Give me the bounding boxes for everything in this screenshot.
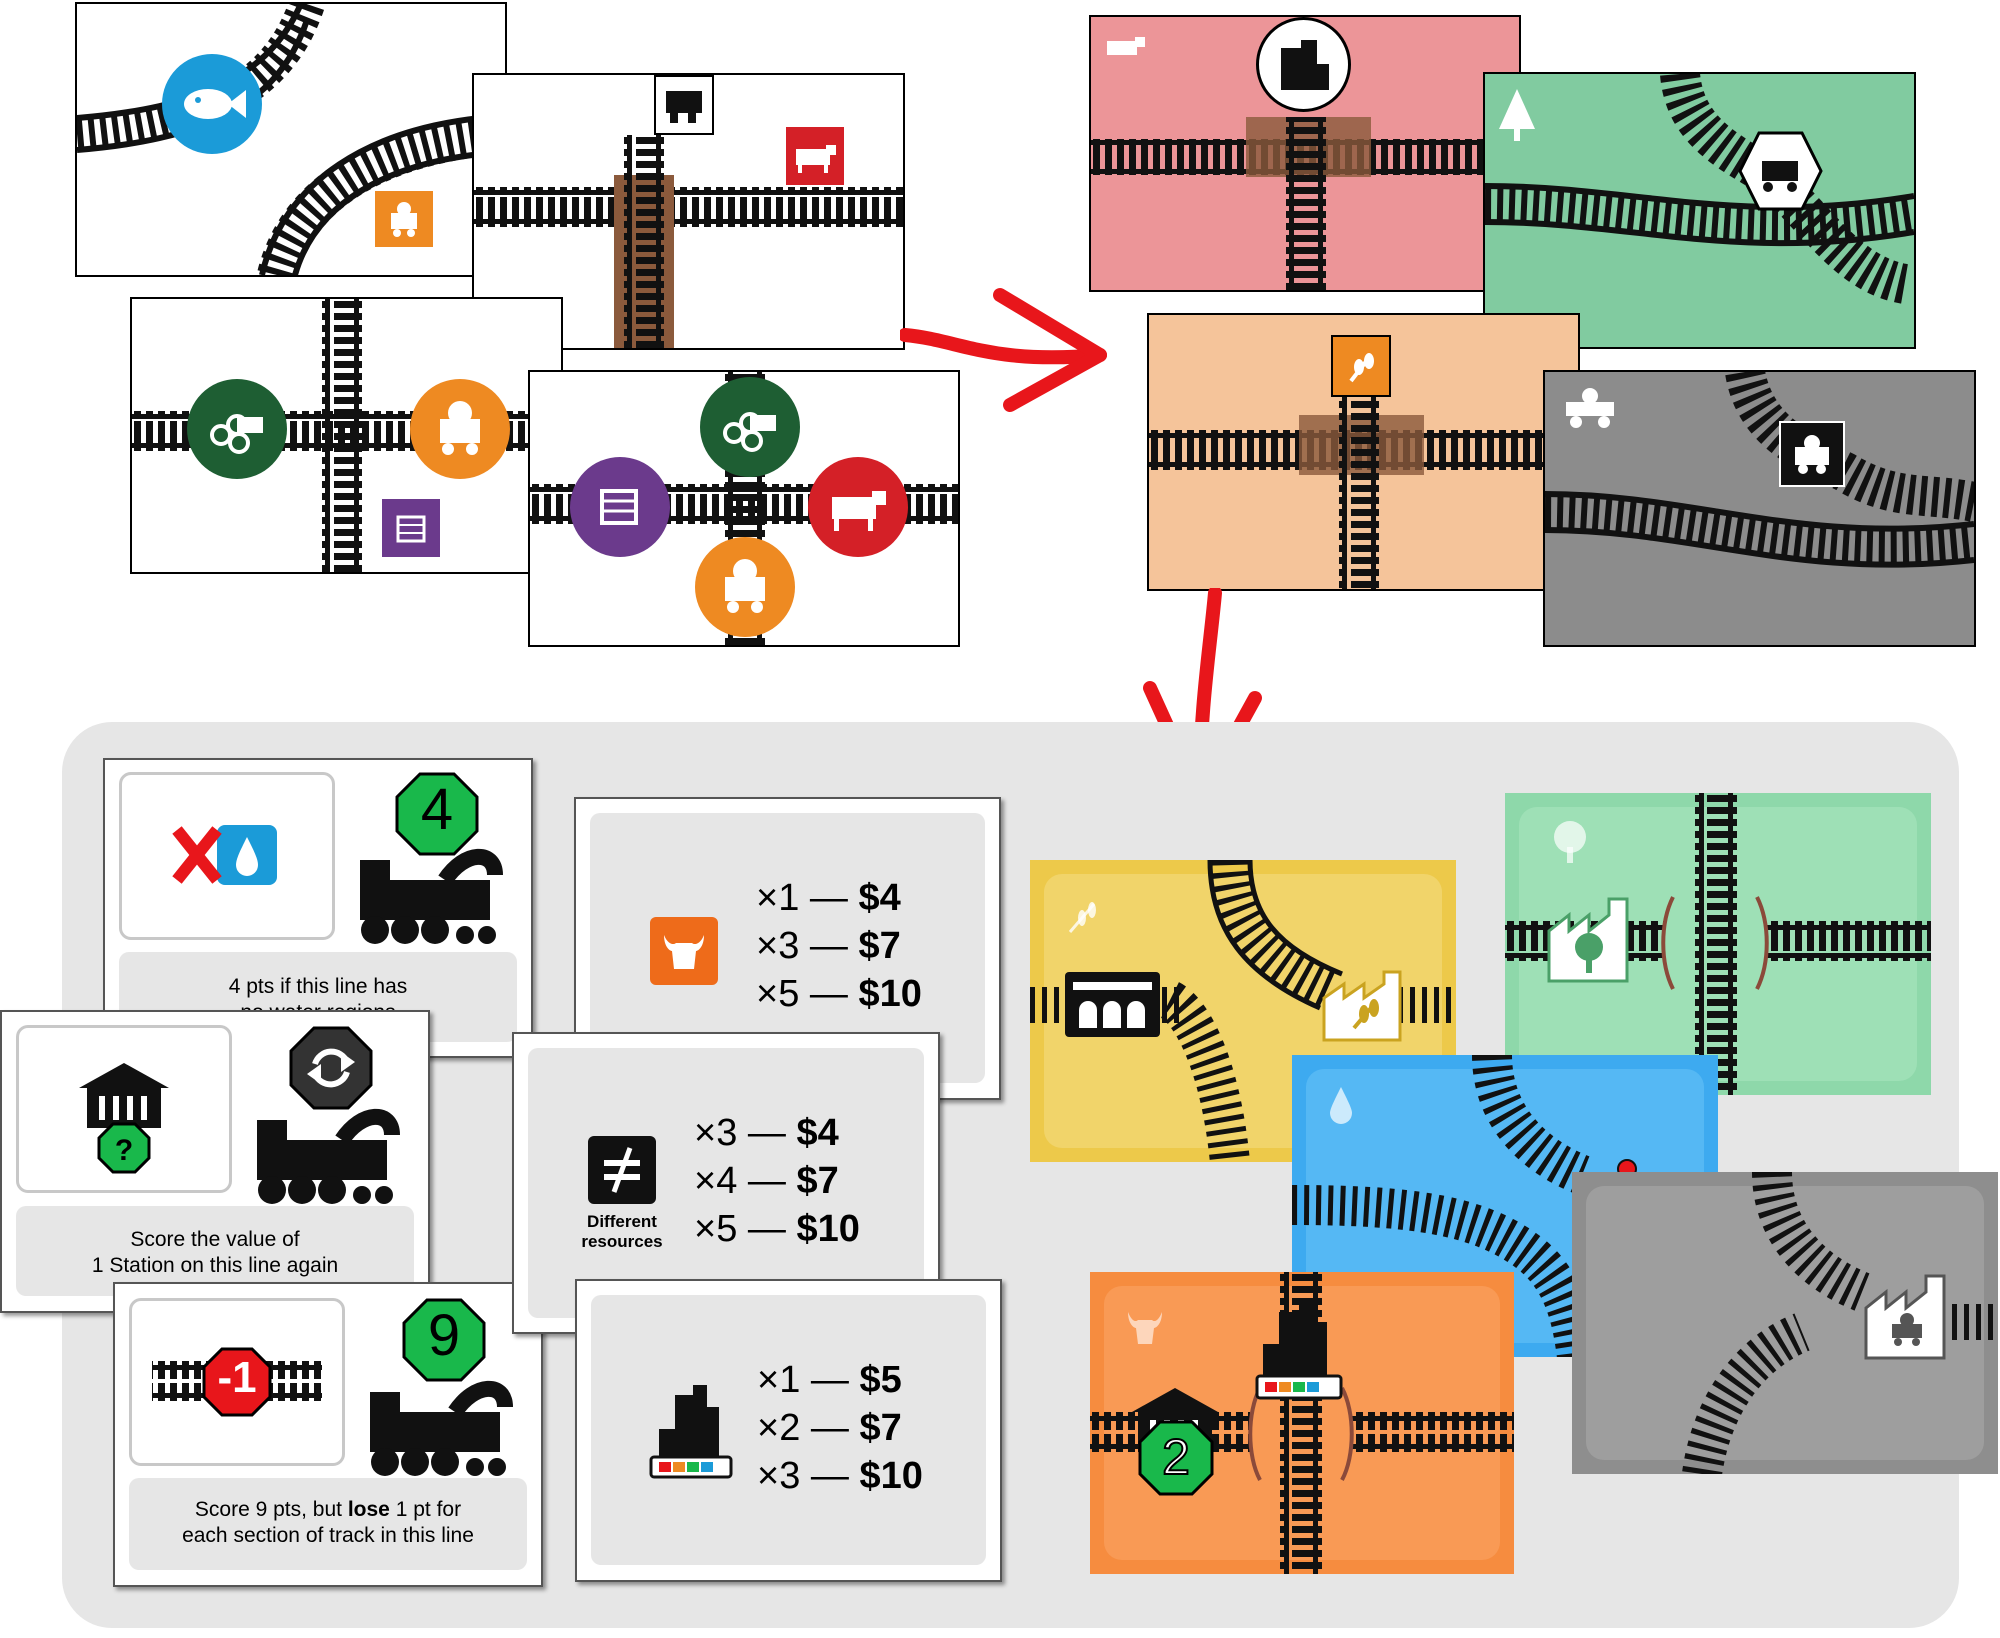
cross-icon bbox=[172, 826, 222, 884]
locomotive-icon bbox=[1738, 129, 1823, 214]
city-icon bbox=[1253, 1292, 1345, 1402]
contract-rows: ×1 — $4 ×3 — $7 ×5 — $10 bbox=[756, 877, 922, 1021]
contract-row: ×5 — $10 bbox=[694, 1208, 860, 1250]
contract-row: ×4 — $7 bbox=[694, 1160, 839, 1202]
tree-icon bbox=[1545, 817, 1595, 867]
question-icon: ? bbox=[97, 1122, 151, 1174]
svg-text:?: ? bbox=[115, 1134, 133, 1167]
locomotive-icon bbox=[654, 75, 714, 135]
contract-rows: ×1 — $5 ×2 — $7 ×3 — $10 bbox=[757, 1359, 923, 1503]
grain-icon bbox=[1331, 335, 1391, 397]
objective-icon-box: -1 bbox=[129, 1298, 345, 1466]
grain-icon bbox=[1060, 890, 1110, 940]
contract-row: ×5 — $10 bbox=[756, 973, 922, 1015]
ore-cart-icon bbox=[1779, 421, 1845, 487]
objective-icon-box: ? bbox=[16, 1025, 232, 1193]
proto-tile-cattle bbox=[1089, 15, 1521, 292]
ore-icon bbox=[410, 379, 510, 479]
goods-icon bbox=[570, 457, 670, 557]
objective-text-1: Score the value of bbox=[130, 1228, 300, 1251]
goods-icon bbox=[382, 499, 440, 557]
track-cross bbox=[1505, 793, 1931, 1095]
objective-card: ? Score the value of 1 Station on this l… bbox=[0, 1010, 430, 1313]
contract-row: ×1 — $4 bbox=[756, 877, 901, 919]
points-hex-icon bbox=[395, 772, 479, 856]
repeat-icon bbox=[289, 1026, 373, 1110]
objective-text-pre: Score 9 pts, but bbox=[194, 1498, 348, 1521]
cattle-icon bbox=[1101, 29, 1151, 69]
city-icon bbox=[647, 1381, 737, 1481]
fish-icon bbox=[162, 54, 262, 154]
penalty-value: -1 bbox=[217, 1353, 257, 1402]
cattle-head-icon bbox=[1120, 1302, 1170, 1352]
contract-row: ×1 — $5 bbox=[757, 1359, 902, 1401]
icon-label-2: resources bbox=[581, 1232, 663, 1251]
objective-text-2: each section of track in this line bbox=[182, 1524, 474, 1547]
cattle-head-icon bbox=[650, 917, 718, 985]
proto-card-resources bbox=[130, 297, 563, 574]
objective-text-1: 4 pts if this line has bbox=[228, 975, 408, 998]
objective-card: 4 4 pts if this line has no water region… bbox=[103, 758, 533, 1058]
contract-row: ×3 — $4 bbox=[694, 1112, 839, 1154]
grain-factory-icon bbox=[1320, 968, 1420, 1043]
locomotive-icon bbox=[360, 848, 503, 944]
contract-row: ×2 — $7 bbox=[757, 1407, 902, 1449]
locomotive-icon bbox=[257, 1108, 400, 1204]
proto-card-four-resources bbox=[528, 370, 960, 647]
water-drop-icon bbox=[1326, 1085, 1356, 1125]
objective-text-box bbox=[129, 1478, 527, 1570]
objective-icon-box bbox=[119, 772, 335, 940]
station-value: 2 bbox=[1161, 1428, 1191, 1486]
timber-icon bbox=[700, 377, 800, 477]
proto-tile-forest bbox=[1483, 72, 1916, 349]
final-tile-forest bbox=[1505, 793, 1931, 1095]
final-tile-mine bbox=[1572, 1172, 1998, 1474]
station-icon bbox=[79, 1063, 169, 1128]
contract-card: ×1 — $5 ×2 — $7 ×3 — $10 bbox=[575, 1279, 1002, 1582]
icon-label-1: Different bbox=[587, 1212, 657, 1231]
track-curves bbox=[1682, 1172, 1998, 1474]
objective-text-bold: lose bbox=[347, 1498, 390, 1521]
track-curves bbox=[1292, 1055, 1718, 1357]
cattle-icon bbox=[786, 127, 844, 185]
ore-cart-icon bbox=[375, 191, 433, 247]
points-hex-icon bbox=[402, 1298, 486, 1382]
timber-icon bbox=[187, 379, 287, 479]
objective-card: -1 9 Score 9 pts, but lose 1 pt for each… bbox=[113, 1282, 543, 1587]
proto-tile-mine bbox=[1543, 370, 1976, 647]
points-value: 9 bbox=[427, 1303, 461, 1368]
objective-text-1: Score 9 pts, but lose 1 pt for bbox=[129, 1498, 527, 1522]
bridge-icon bbox=[1065, 972, 1160, 1037]
proto-tile-grain bbox=[1147, 313, 1580, 591]
objective-text-box bbox=[16, 1206, 414, 1296]
track-curve bbox=[77, 4, 505, 275]
track-cross bbox=[474, 135, 903, 348]
objective-text-post: 1 pt for bbox=[389, 1498, 462, 1521]
cattle-icon bbox=[808, 457, 908, 557]
arrow-right-icon bbox=[900, 288, 1107, 412]
tree-icon bbox=[1497, 89, 1537, 144]
forest-factory-icon bbox=[1545, 895, 1645, 985]
points-value: 4 bbox=[420, 777, 454, 842]
contract-row: ×3 — $10 bbox=[757, 1455, 923, 1497]
ore-icon bbox=[695, 537, 795, 637]
locomotive-icon bbox=[370, 1380, 513, 1476]
not-equal-icon bbox=[588, 1136, 656, 1204]
contract-rows: ×3 — $4 ×4 — $7 ×5 — $10 bbox=[694, 1112, 860, 1256]
contract-row: ×3 — $7 bbox=[756, 925, 901, 967]
proto-card-crossing bbox=[472, 73, 905, 350]
mine-factory-icon bbox=[1862, 1272, 1962, 1362]
objective-text-2: 1 Station on this line again bbox=[91, 1254, 339, 1277]
city-icon bbox=[1256, 17, 1351, 112]
proto-card-fish bbox=[75, 2, 507, 277]
track-icon bbox=[152, 1347, 322, 1417]
station-value-hex-icon bbox=[1138, 1420, 1214, 1496]
ore-cart-icon bbox=[1560, 382, 1620, 437]
final-tile-cattle: 2 bbox=[1090, 1272, 1514, 1574]
contract-inner bbox=[591, 1295, 986, 1565]
